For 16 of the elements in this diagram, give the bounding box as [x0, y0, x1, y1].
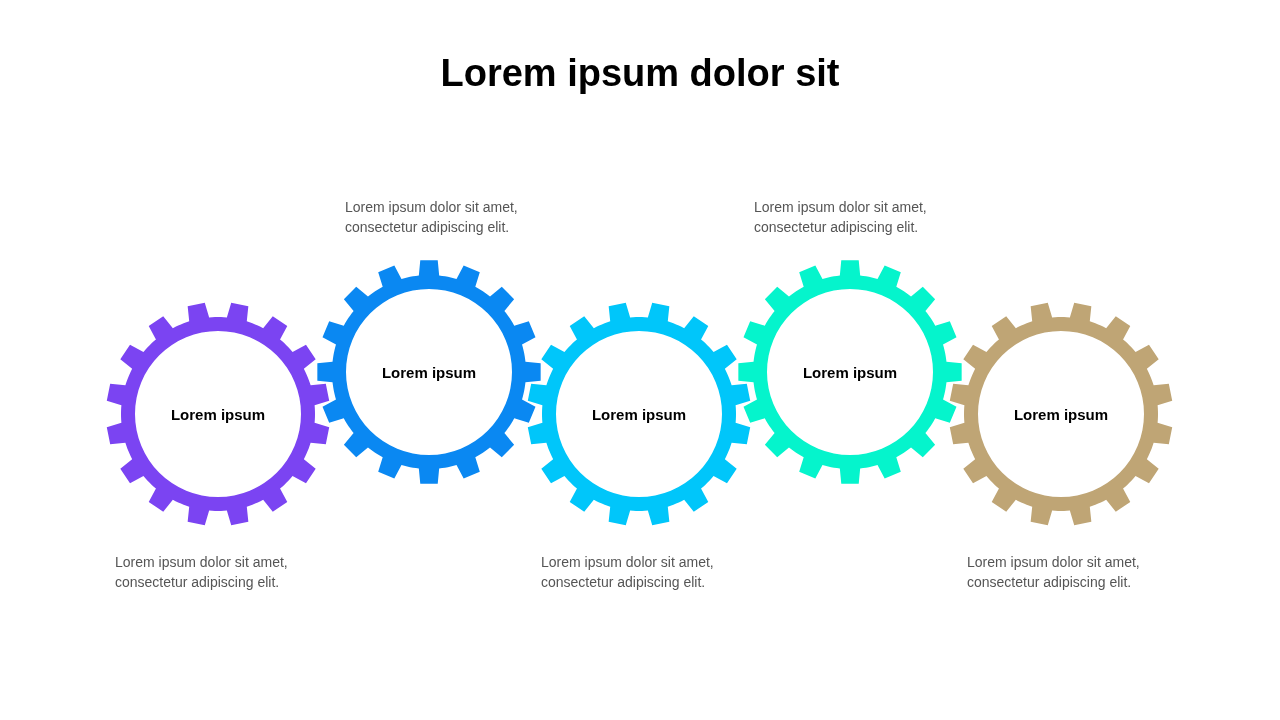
description-text: Lorem ipsum dolor sit amet, consectetur adipiscing elit. — [345, 198, 519, 237]
gear-label: Lorem ipsum — [591, 405, 687, 423]
description-text: Lorem ipsum dolor sit amet, consectetur adipiscing elit. — [967, 553, 1141, 592]
gear — [737, 259, 963, 485]
description-text: Lorem ipsum dolor sit amet, consectetur adipiscing elit. — [754, 198, 928, 237]
slide-title: Lorem ipsum dolor sit — [439, 52, 841, 95]
gear-label: Lorem ipsum — [1013, 405, 1109, 423]
gear-label: Lorem ipsum — [381, 363, 477, 381]
gear-label: Lorem ipsum — [802, 363, 898, 381]
description-text: Lorem ipsum dolor sit amet, consectetur adipiscing elit. — [115, 553, 289, 592]
gear — [526, 301, 752, 527]
gear — [948, 301, 1174, 527]
description-text: Lorem ipsum dolor sit amet, consectetur adipiscing elit. — [541, 553, 715, 592]
gear-label: Lorem ipsum — [170, 405, 266, 423]
gear — [316, 259, 542, 485]
gear — [105, 301, 331, 527]
